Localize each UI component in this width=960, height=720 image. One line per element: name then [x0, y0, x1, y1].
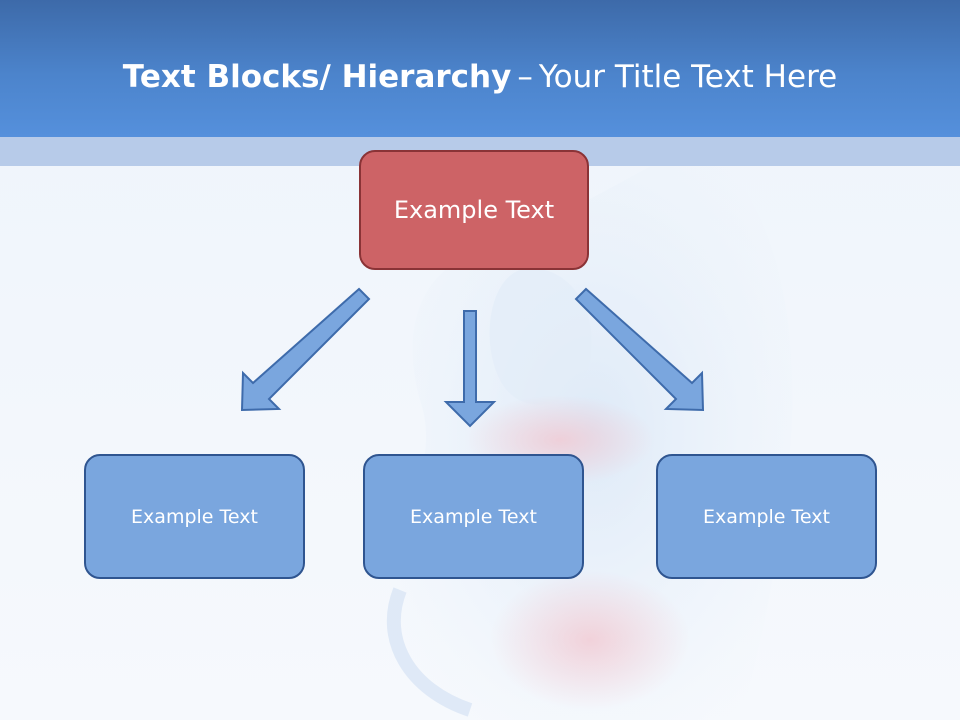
child-node-middle[interactable]: Example Text: [363, 454, 584, 579]
title-bold-part: Text Blocks/ Hierarchy: [122, 59, 512, 95]
child-node-left[interactable]: Example Text: [84, 454, 305, 579]
root-node-label: Example Text: [393, 196, 555, 224]
title-bar: [0, 0, 960, 137]
slide-title: Text Blocks/ Hierarchy–Your Title Text H…: [0, 54, 960, 100]
child-node-label: Example Text: [703, 505, 830, 528]
title-dash: –: [517, 59, 533, 95]
title-subtitle-part: Your Title Text Here: [538, 59, 838, 95]
child-node-label: Example Text: [131, 505, 258, 528]
child-node-label: Example Text: [410, 505, 537, 528]
child-node-right[interactable]: Example Text: [656, 454, 877, 579]
root-node[interactable]: Example Text: [359, 150, 589, 270]
